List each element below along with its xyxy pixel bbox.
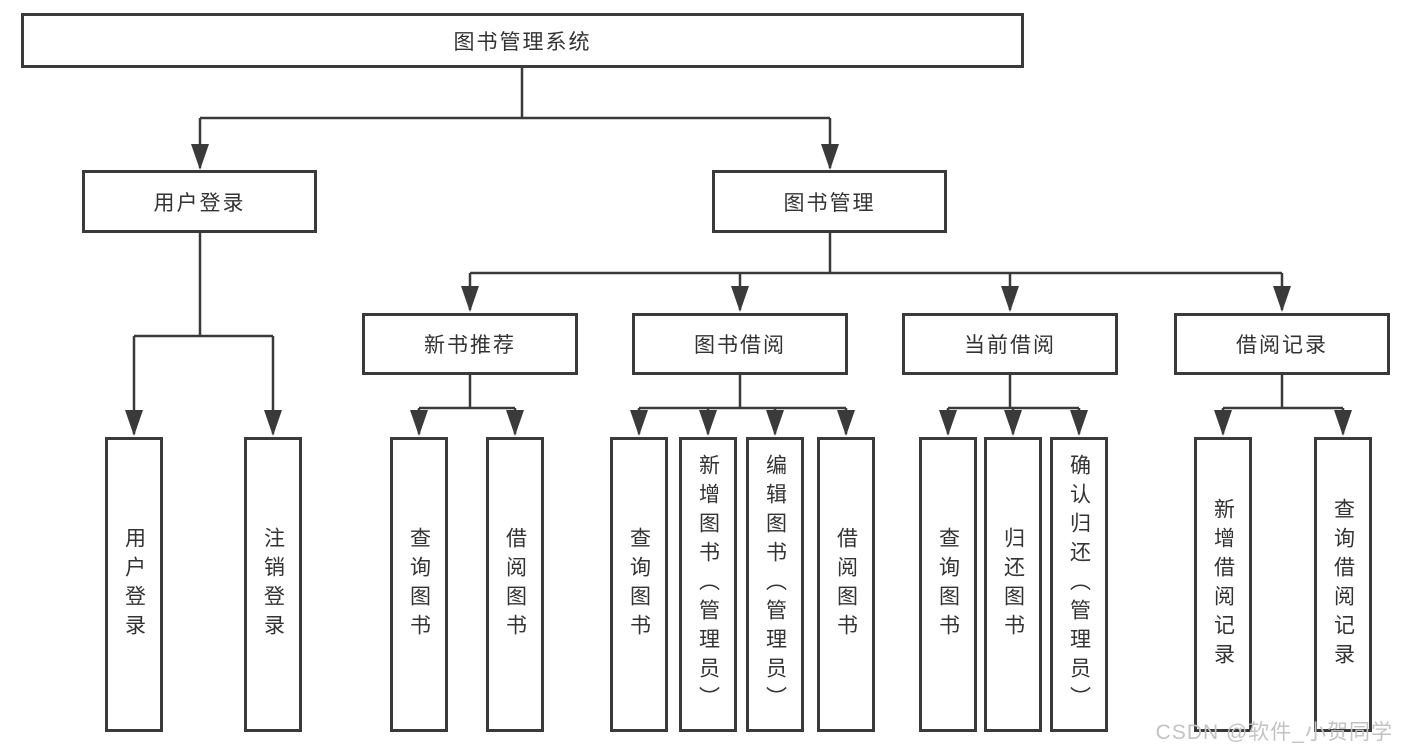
node-label: 当前借阅 [964,334,1056,357]
node-book-borrow: 图书借阅 [632,313,848,375]
node-label: 用户登录 [122,526,146,643]
leaf-edit-books-admin: 编辑图书（管理员） [746,437,804,732]
connector-currentborrow-trunk [948,375,1079,410]
leaf-logout: 注销登录 [244,437,302,732]
leaf-borrow-books: 借阅图书 [817,437,875,732]
node-label: 借阅图书 [834,526,858,643]
node-label: 图书管理 [783,191,876,215]
node-label: 新书推荐 [424,334,516,357]
leaf-return-books: 归还图书 [984,437,1042,732]
node-label: 图书管理系统 [453,30,592,54]
leaf-query-books-current: 查询图书 [919,437,977,732]
node-label: 新增图书（管理员） [696,454,720,715]
node-label: 编辑图书（管理员） [763,454,787,715]
connector-root-trunk [200,68,830,120]
leaf-confirm-return-admin: 确认归还（管理员） [1050,437,1108,732]
node-book-management: 图书管理 [712,170,947,233]
node-label: 图书借阅 [694,334,786,357]
node-label: 查询图书 [407,526,431,643]
node-label: 新增借阅记录 [1211,497,1235,672]
node-label: 借阅记录 [1236,334,1328,357]
leaf-user-login: 用户登录 [105,437,163,732]
connector-borrowrecords-trunk [1223,375,1343,410]
connector-newbook-trunk [419,375,515,410]
node-borrow-records: 借阅记录 [1174,313,1390,375]
node-current-borrow: 当前借阅 [902,313,1118,375]
node-library-management-system: 图书管理系统 [21,13,1024,68]
node-label: 确认归还（管理员） [1067,454,1091,715]
node-label: 查询图书 [936,526,960,643]
node-label: 用户登录 [153,191,246,215]
connector-bookmgmt-trunk [470,233,1282,275]
leaf-query-books-recommend: 查询图书 [390,437,448,732]
node-new-book-recommend: 新书推荐 [362,313,578,375]
node-label: 注销登录 [261,526,285,643]
watermark: CSDN @软件_小贺同学 [1155,721,1393,744]
node-label: 查询借阅记录 [1331,497,1355,672]
node-label: 借阅图书 [503,526,527,643]
node-label: 查询图书 [627,526,651,643]
leaf-query-books-borrow: 查询图书 [610,437,668,732]
leaf-add-books-admin: 新增图书（管理员） [679,437,737,732]
connector-bookborrow-trunk [639,375,846,410]
connector-userlogin-trunk [134,233,273,338]
leaf-add-borrow-record: 新增借阅记录 [1194,437,1252,732]
leaf-borrow-books-recommend: 借阅图书 [486,437,544,732]
node-user-login: 用户登录 [82,170,317,233]
node-label: 归还图书 [1001,526,1025,643]
leaf-query-borrow-record: 查询借阅记录 [1314,437,1372,732]
